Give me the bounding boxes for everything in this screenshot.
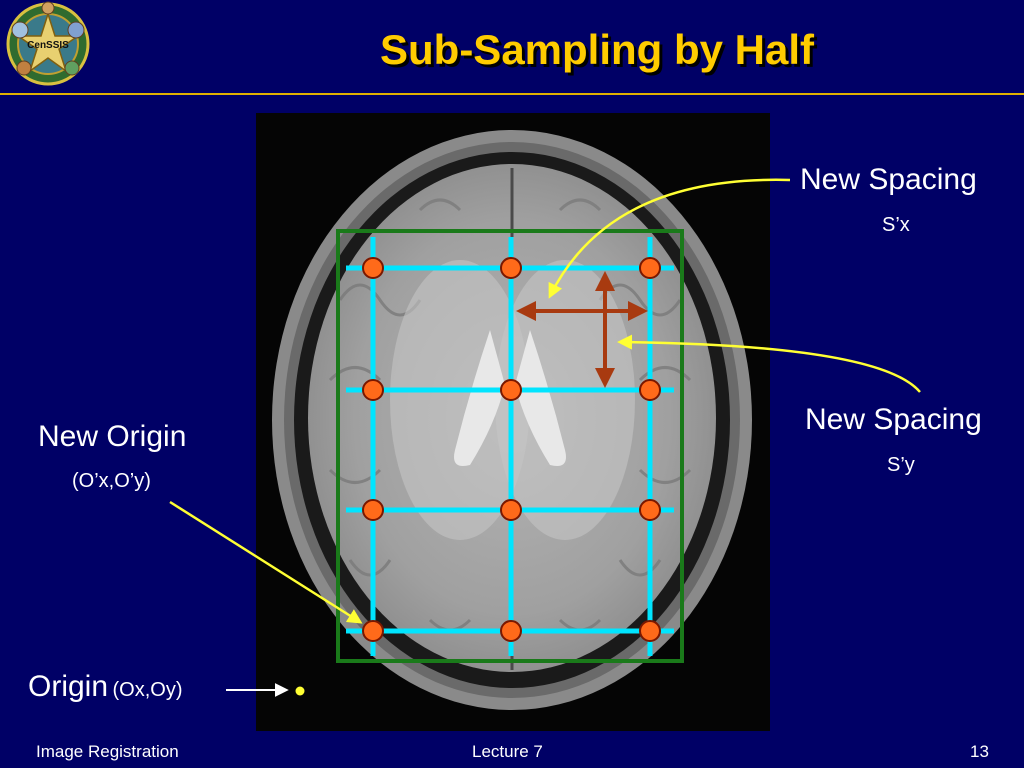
region-bounding-box xyxy=(336,229,684,663)
censsis-logo: CenSSIS xyxy=(6,1,90,86)
new-spacing-y-sub: S’y xyxy=(887,454,915,476)
sample-point xyxy=(362,379,384,401)
spacing-y-pointer xyxy=(617,334,921,393)
origin-point xyxy=(295,686,305,696)
sample-point xyxy=(639,499,661,521)
sample-point xyxy=(639,620,661,642)
footer-page-number: 13 xyxy=(970,742,989,761)
sample-point xyxy=(500,499,522,521)
origin-sub: (Ox,Oy) xyxy=(112,679,183,701)
sample-point xyxy=(500,620,522,642)
sample-point xyxy=(362,620,384,642)
spacing-arrows xyxy=(516,271,648,388)
footer-center: Lecture 7 xyxy=(472,742,543,761)
sampling-grid xyxy=(346,237,674,656)
title-divider xyxy=(0,93,1024,95)
pointer-arrows xyxy=(169,178,921,624)
sample-point xyxy=(639,257,661,279)
new-spacing-x-label: New Spacing xyxy=(800,163,977,196)
logo-text: CenSSIS xyxy=(27,40,69,51)
sample-point xyxy=(500,257,522,279)
spacing-x-pointer xyxy=(548,178,791,299)
sample-point xyxy=(500,379,522,401)
sample-point xyxy=(362,257,384,279)
new-spacing-x-sub: S’x xyxy=(882,214,910,236)
footer-left: Image Registration xyxy=(36,742,179,761)
origin-label-group: Origin (Ox,Oy) xyxy=(28,670,182,704)
sample-points xyxy=(362,257,661,642)
new-spacing-y-label: New Spacing xyxy=(805,403,982,436)
new-origin-sub: (O’x,O’y) xyxy=(72,470,151,492)
sample-point xyxy=(639,379,661,401)
sample-point xyxy=(362,499,384,521)
origin-new-pointer xyxy=(169,500,363,624)
slide-title: Sub-Sampling by Half xyxy=(380,26,815,73)
new-origin-label: New Origin xyxy=(38,420,187,453)
origin-label: Origin xyxy=(28,670,109,703)
